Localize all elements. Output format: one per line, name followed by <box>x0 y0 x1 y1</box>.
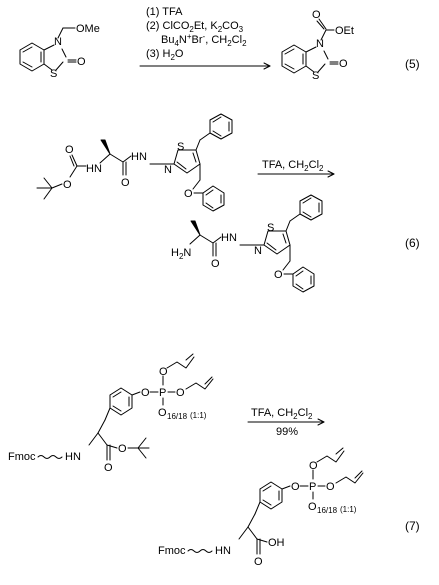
r5-cond-1: (1) TFA <box>146 6 183 18</box>
r7-pr-fmoc: Fmoc <box>158 545 186 557</box>
r7-sm-p-o: O <box>158 407 167 419</box>
r7-starting-material: O P O O O 16/18 (1:1) HN Fmoc O <box>8 353 214 474</box>
r6-cond: TFA, CH2Cl2 <box>262 159 324 173</box>
r7-pr-ratio: (1:1) <box>340 505 357 514</box>
r6-sm-carbamate-o: O <box>65 144 74 156</box>
r7-pr-acid-o: O <box>254 556 263 568</box>
r7-sm-ratio: (1:1) <box>190 411 207 420</box>
r7-conditions: TFA, CH2Cl2 99% <box>247 407 325 438</box>
r7-pr-p: P <box>309 481 316 493</box>
r5-pr-atom-o: O <box>339 58 348 70</box>
r7-pr-isotope: 16/18 <box>317 506 338 515</box>
r6-sm-boc-o: O <box>63 179 72 191</box>
r6-pr-amine: H2N <box>171 247 191 261</box>
r7-pr-acid-oh: OH <box>268 537 285 549</box>
r5-sm-atom-s: S <box>50 68 57 80</box>
r6-sm-carbamate-hn: HN <box>86 163 102 175</box>
r5-product: N O OEt S O <box>281 9 354 82</box>
reaction-5: N O OMe S (1) TFA (2) ClCO2Et, K2CO3 Bu4… <box>19 6 420 82</box>
r6-product: S N O HN O H2N <box>171 194 323 293</box>
r6-pr-ether-o: O <box>274 269 283 281</box>
reaction-7: O P O O O 16/18 (1:1) HN Fmoc O <box>8 353 420 568</box>
r7-pr-o-allyl1: O <box>309 460 318 472</box>
r6-pr-amide-hn: HN <box>221 232 237 244</box>
r7-sm-o-allyl2: O <box>176 387 185 399</box>
r6-sm-atom-n: N <box>164 164 172 176</box>
r7-pr-o-allyl2: O <box>326 481 335 493</box>
r7-sm-aryl-o: O <box>141 387 150 399</box>
r5-cond-4: (3) H2O <box>146 48 184 62</box>
r7-sm-fmoc: Fmoc <box>8 451 36 463</box>
r6-starting-material: S N O HN O HN O <box>36 113 233 212</box>
r6-number: (6) <box>405 236 420 250</box>
r7-sm-ester-o: O <box>104 462 113 474</box>
r6-sm-atom-s: S <box>177 141 184 153</box>
r7-sm-hn: HN <box>65 451 81 463</box>
r5-sm-ome: OMe <box>76 23 100 35</box>
r6-pr-atom-s: S <box>267 222 274 234</box>
r6-sm-ether-o: O <box>184 188 193 200</box>
r7-product: O P O O O 16/18 (1:1) HN Fmoc O <box>158 447 364 568</box>
r6-conditions: TFA, CH2Cl2 <box>257 159 335 178</box>
r5-conditions: (1) TFA (2) ClCO2Et, K2CO3 Bu4N+Br-, CH2… <box>146 6 247 62</box>
r7-sm-p: P <box>159 387 166 399</box>
r7-yield: 99% <box>276 426 298 438</box>
r7-pr-p-o: O <box>308 501 317 513</box>
r5-number: (5) <box>405 57 420 71</box>
r5-starting-material: N O OMe S <box>19 23 100 80</box>
r5-cond-2: (2) ClCO2Et, K2CO3 <box>146 20 244 34</box>
r7-sm-isotope: 16/18 <box>167 412 188 421</box>
r5-pr-atom-n: N <box>316 38 324 50</box>
r7-sm-tbu-o: O <box>118 443 127 455</box>
r5-pr-atom-s: S <box>312 70 319 82</box>
r5-sm-atom-n: N <box>54 36 62 48</box>
r5-sm-atom-o: O <box>77 56 86 68</box>
r7-number: (7) <box>405 519 420 533</box>
r6-sm-amide-hn: HN <box>131 151 147 163</box>
r6-pr-amide-o: O <box>211 258 220 270</box>
r7-sm-o-allyl1: O <box>159 366 168 378</box>
reaction-6: S N O HN O HN O <box>36 113 420 293</box>
r6-sm-amide-o: O <box>121 177 130 189</box>
r5-pr-oet: OEt <box>335 25 354 37</box>
r5-arrow <box>139 62 271 70</box>
r7-pr-aryl-o: O <box>291 481 300 493</box>
r7-cond: TFA, CH2Cl2 <box>251 407 313 421</box>
r5-cond-3: Bu4N+Br-, CH2Cl2 <box>161 32 247 48</box>
r6-pr-atom-n: N <box>254 245 262 257</box>
r5-pr-atom-o-carbonyl: O <box>312 9 321 21</box>
r7-pr-hn: HN <box>215 545 231 557</box>
